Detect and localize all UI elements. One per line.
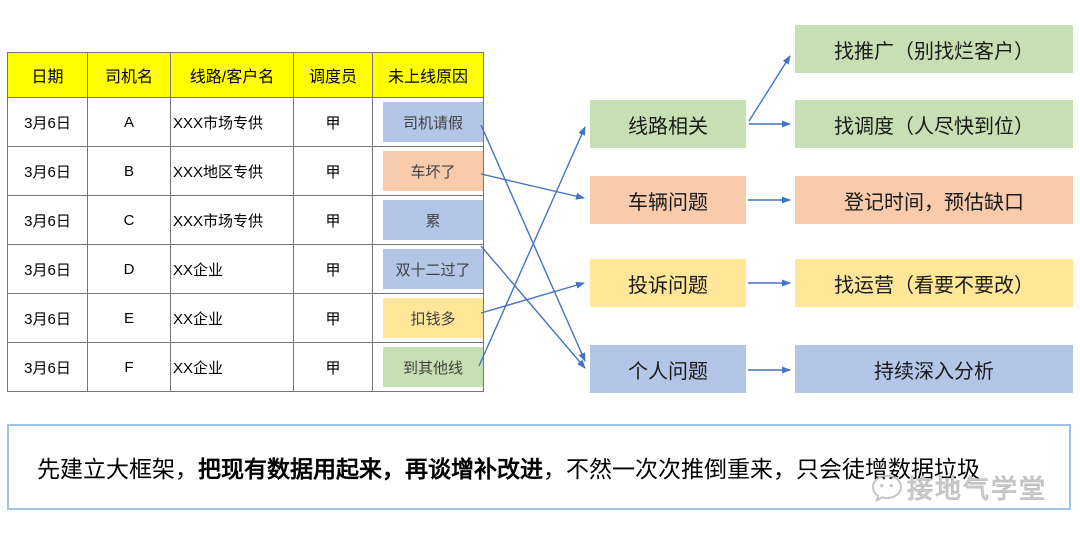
- banner-text-segment: 先建立大框架，: [37, 456, 198, 482]
- cell-driver: F: [87, 342, 171, 392]
- category-box-route: 线路相关: [590, 100, 746, 148]
- reason-highlight: 司机请假: [383, 102, 483, 142]
- cell-route: XXX地区专供: [170, 146, 294, 196]
- reason-highlight: 双十二过了: [383, 249, 483, 289]
- cell-date: 3月6日: [7, 195, 88, 245]
- action-box-dispatch: 找调度（人尽快到位）: [795, 100, 1073, 148]
- cell-date: 3月6日: [7, 293, 88, 343]
- flow-arrow: [480, 124, 586, 362]
- cell-dispatcher: 甲: [293, 293, 373, 343]
- cell-date: 3月6日: [7, 146, 88, 196]
- cell-dispatcher: 甲: [293, 342, 373, 392]
- cell-driver: D: [87, 244, 171, 294]
- watermark: 接地气学堂: [870, 469, 1047, 506]
- category-box-vehicle: 车辆问题: [590, 176, 746, 224]
- table-row: 3月6日 B XXX地区专供 甲 车坏了: [7, 146, 484, 196]
- cell-dispatcher: 甲: [293, 97, 373, 147]
- cell-date: 3月6日: [7, 97, 88, 147]
- cell-dispatcher: 甲: [293, 195, 373, 245]
- watermark-label: 接地气学堂: [906, 474, 1047, 505]
- cell-reason: 司机请假: [372, 97, 484, 147]
- cell-driver: B: [87, 146, 171, 196]
- cell-reason: 到其他线: [372, 342, 484, 392]
- cell-route: XXX市场专供: [170, 97, 294, 147]
- banner-text-segment-bold: 把现有数据用起来，再谈增补改进: [198, 456, 543, 482]
- chat-bubble-icon: [871, 474, 902, 502]
- cell-route: XX企业: [170, 342, 294, 392]
- cell-reason: 累: [372, 195, 484, 245]
- cell-reason: 扣钱多: [372, 293, 484, 343]
- reason-highlight: 累: [383, 200, 483, 240]
- reason-highlight: 扣钱多: [383, 298, 483, 338]
- cell-driver: C: [87, 195, 171, 245]
- col-header-reason: 未上线原因: [372, 52, 484, 98]
- cell-driver: A: [87, 97, 171, 147]
- flow-arrow: [478, 126, 586, 367]
- cell-driver: E: [87, 293, 171, 343]
- bottom-note-banner: 先建立大框架，把现有数据用起来，再谈增补改进，不然一次次推倒重来，只会徒增数据垃…: [7, 424, 1071, 510]
- action-box-operation: 找运营（看要不要改）: [795, 259, 1073, 307]
- category-box-complaint: 投诉问题: [590, 259, 746, 307]
- col-header-driver: 司机名: [87, 52, 171, 98]
- table-row: 3月6日 E XX企业 甲 扣钱多: [7, 293, 484, 343]
- cell-dispatcher: 甲: [293, 146, 373, 196]
- table-row: 3月6日 A XXX市场专供 甲 司机请假: [7, 97, 484, 147]
- action-box-register: 登记时间，预估缺口: [795, 176, 1073, 224]
- cell-date: 3月6日: [7, 342, 88, 392]
- banner-text-segment: ，不然一次次推倒重来，只会徒增数据垃圾: [543, 456, 980, 482]
- flow-arrow: [480, 245, 586, 369]
- cell-date: 3月6日: [7, 244, 88, 294]
- cell-dispatcher: 甲: [293, 244, 373, 294]
- cell-reason: 车坏了: [372, 146, 484, 196]
- flow-arrow: [480, 173, 585, 200]
- category-box-personal: 个人问题: [590, 345, 746, 393]
- col-header-dispatcher: 调度员: [293, 52, 373, 98]
- flow-arrow: [480, 281, 585, 314]
- table-header-row: 日期 司机名 线路/客户名 调度员 未上线原因: [7, 52, 484, 98]
- cell-route: XX企业: [170, 244, 294, 294]
- reason-highlight: 车坏了: [383, 151, 483, 191]
- table-row: 3月6日 F XX企业 甲 到其他线: [7, 342, 484, 392]
- action-box-promotion: 找推广（别找烂客户）: [795, 25, 1073, 73]
- col-header-date: 日期: [7, 52, 88, 98]
- cell-route: XXX市场专供: [170, 195, 294, 245]
- col-header-route: 线路/客户名: [170, 52, 294, 98]
- table-row: 3月6日 C XXX市场专供 甲 累: [7, 195, 484, 245]
- table-row: 3月6日 D XX企业 甲 双十二过了: [7, 244, 484, 294]
- reason-highlight: 到其他线: [383, 347, 483, 387]
- action-box-analysis: 持续深入分析: [795, 345, 1073, 393]
- cell-reason: 双十二过了: [372, 244, 484, 294]
- cell-route: XX企业: [170, 293, 294, 343]
- flow-arrow: [748, 55, 791, 122]
- driver-offline-table: 日期 司机名 线路/客户名 调度员 未上线原因 3月6日 A XXX市场专供 甲…: [7, 52, 484, 392]
